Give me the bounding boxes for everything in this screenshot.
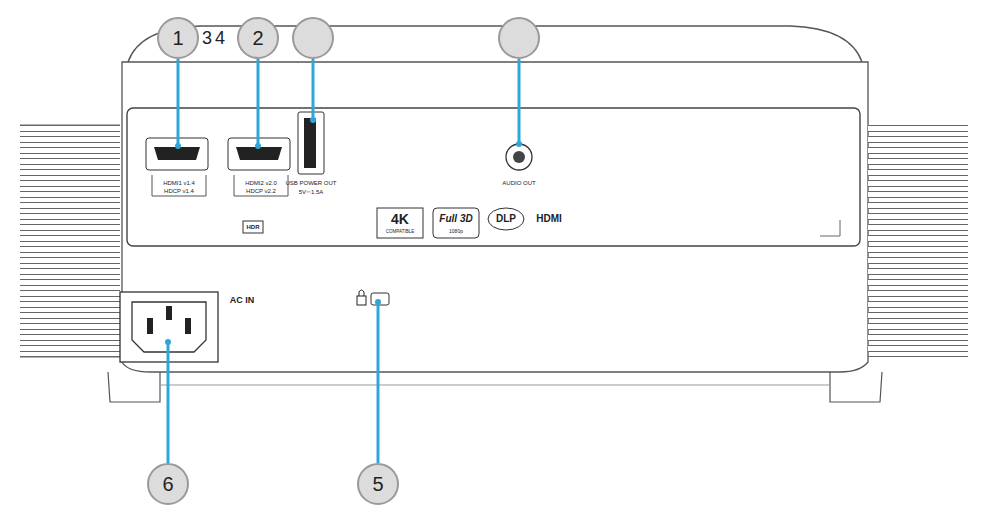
port-label: AUDIO OUT [502,180,535,186]
port-label: 5V⎓1.5A [299,189,324,195]
vent-fins [868,125,968,357]
security-slot [371,293,389,305]
port-label: USB POWER OUT [285,180,336,186]
port-label: HDMI1 v1.4 [163,180,195,186]
callout-number: 3 [202,29,212,47]
port-label: HDCP v2.2 [246,188,276,194]
foot [830,372,882,402]
foot [108,372,160,402]
hdr-badge: HDR [247,224,260,230]
io-panel [127,108,860,246]
lock-icon [357,296,366,305]
vent-fins [20,125,120,357]
badge-dlp [488,208,524,230]
logo-text: HDMI [536,214,562,224]
callout-circle [148,18,539,504]
callout-number: 1 [172,28,183,48]
housing [122,62,868,372]
leader-lines [168,59,519,463]
badge-3d [433,208,479,238]
port-label: AC IN [230,296,255,305]
badge-text: 1080p [449,229,463,234]
usb-port [298,112,324,174]
callout-number: 6 [162,474,173,494]
badge-text: 4K [391,212,409,226]
callout-number: 4 [215,29,225,47]
port-label: HDCP v1.4 [164,188,194,194]
audio-jack [506,144,532,170]
badge-text: Full 3D [439,214,472,224]
badge-text: DLP [496,214,516,224]
callout-number: 5 [372,474,383,494]
callout-number: 2 [252,28,263,48]
badge-4k [377,208,423,238]
port-label: HDMI2 v2.0 [245,180,277,186]
badge-text: COMPATIBLE [386,230,414,235]
